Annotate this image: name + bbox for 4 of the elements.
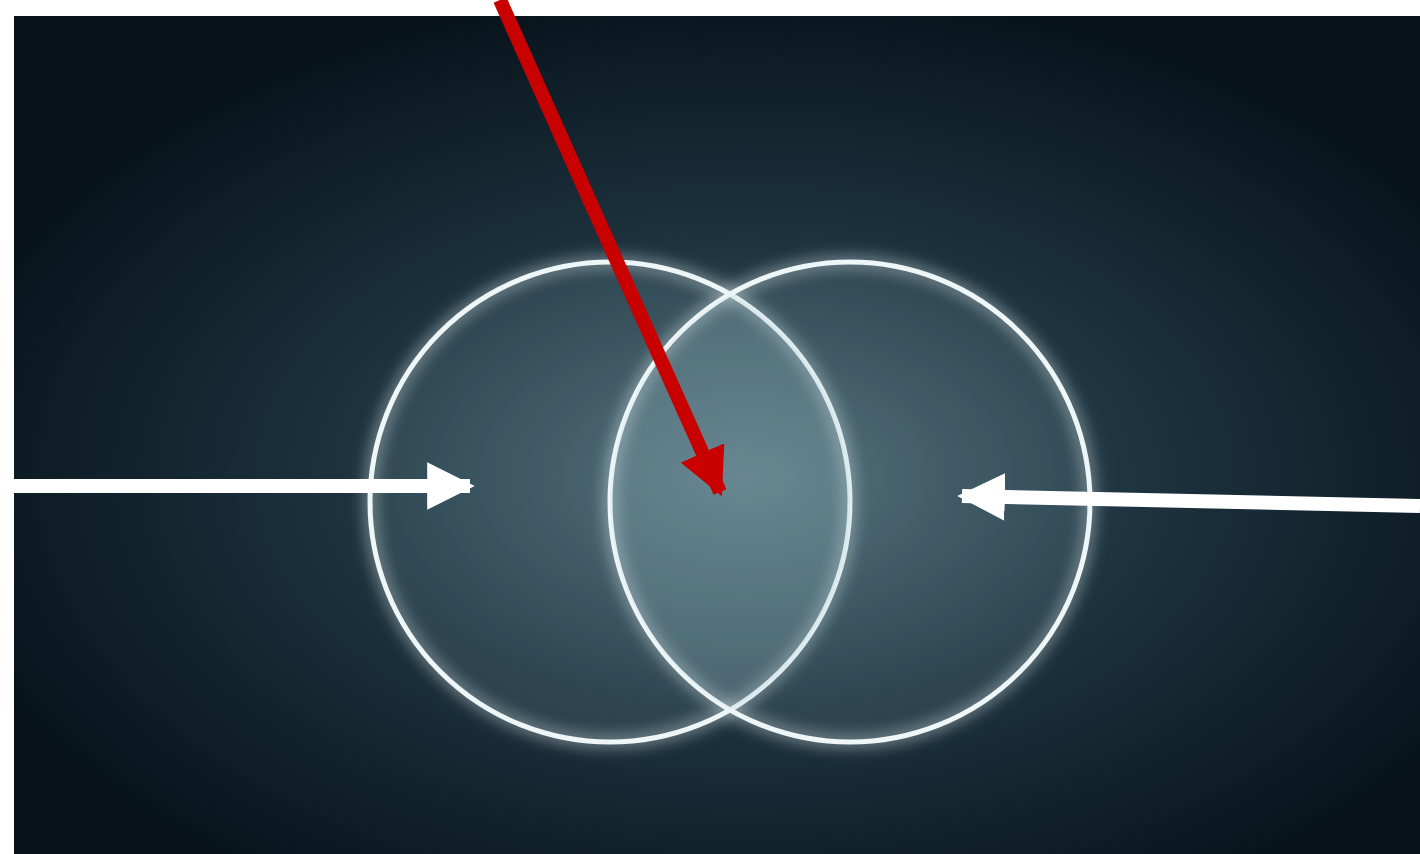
- arrow: [493, 0, 727, 497]
- arrow: [957, 473, 1420, 521]
- glowing-ring: [607, 259, 1093, 745]
- overlap-region: [610, 294, 850, 710]
